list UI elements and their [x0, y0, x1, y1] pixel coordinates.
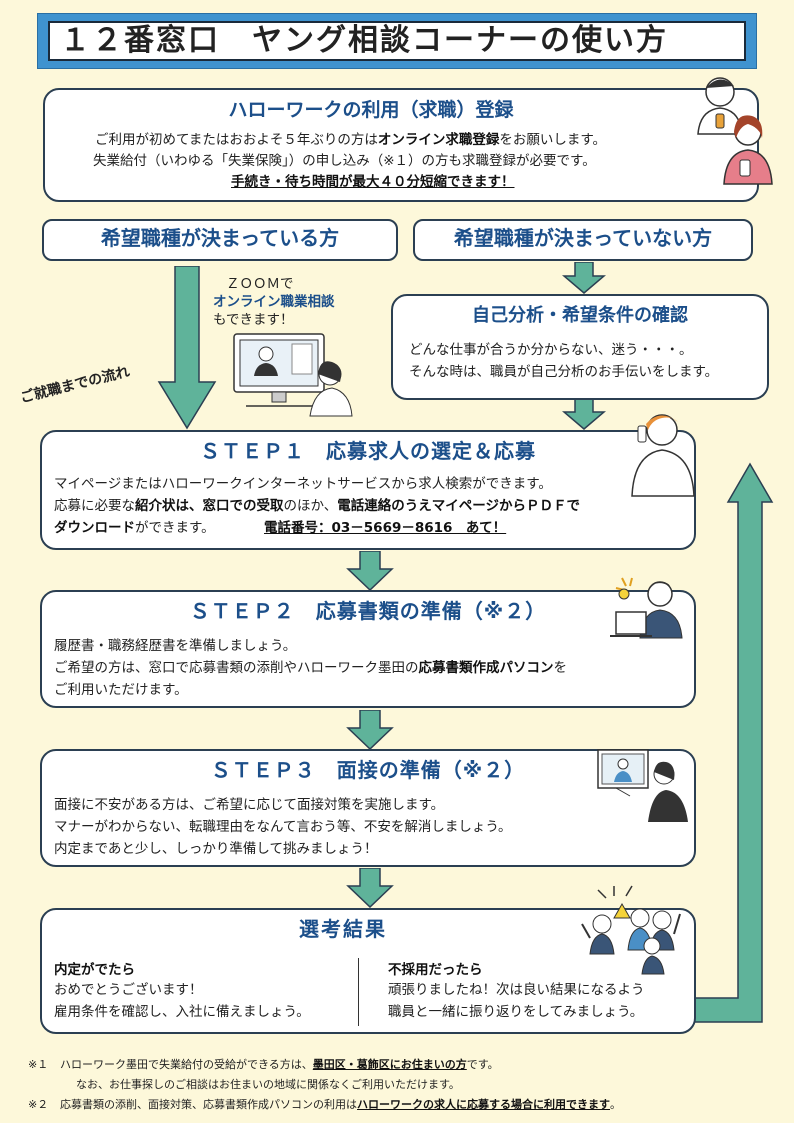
step2-title: ＳＴＥＰ２ 応募書類の準備（※２） — [189, 599, 547, 623]
page-title: １２番窓口 ヤング相談コーナーの使い方 — [48, 21, 746, 61]
result-right-line2: 職員と一緒に振り返りをしてみましょう。 — [388, 1004, 644, 1020]
step3-line3: 内定まであと少し、しっかり準備して挑みましょう！ — [54, 841, 378, 857]
result-box: 選考結果 内定がでたら おめでとうございます！ 雇用条件を確認し、入社に備えまし… — [40, 908, 696, 1034]
down-arrow-to-step2 — [346, 551, 394, 591]
online-interview-illustration — [597, 749, 688, 822]
down-arrow-to-step3 — [346, 710, 394, 750]
step1-box: ＳＴＥＰ１ 応募求人の選定＆応募 マイページまたはハローワークインターネットサー… — [40, 430, 696, 550]
note2-mark: ※２ — [28, 1098, 49, 1111]
result-divider — [358, 958, 359, 1026]
down-arrow-to-analysis — [562, 262, 606, 294]
title-banner: １２番窓口 ヤング相談コーナーの使い方 — [37, 13, 757, 69]
zoom-line3: もできます！ — [213, 312, 294, 328]
registration-line2: 失業給付（いわゆる「失業保険」）の申し込み（※１）の方も求職登録が必要です。 — [93, 153, 596, 169]
step3-line2: マナーがわからない、転職理由をなんて言おう等、不安を解消しましょう。 — [54, 819, 512, 835]
self-analysis-line2: そんな時は、職員が自己分析のお手伝いをします。 — [409, 364, 719, 380]
step1-phone: 電話番号：03－5669－8616 あて！ — [264, 520, 507, 536]
decided-occupation-label: 希望職種が決まっている方 — [42, 219, 398, 261]
result-left-line1: おめでとうございます！ — [54, 982, 203, 998]
registration-line1: ご利用が初めてまたはおおよそ５年ぶりの方はオンライン求職登録をお願いします。 — [95, 132, 606, 148]
result-title: 選考結果 — [299, 917, 387, 941]
step1-line1: マイページまたはハローワークインターネットサービスから求人検索ができます。 — [54, 476, 552, 492]
online-consultation-illustration — [233, 333, 353, 417]
person-at-laptop-illustration — [610, 577, 683, 639]
down-arrow-to-step1 — [562, 398, 606, 430]
note2-line1: 応募書類の添削、面接対策、応募書類作成パソコンの利用はハローワークの求人に応募す… — [60, 1098, 621, 1111]
self-analysis-line1: どんな仕事が合うか分からない、迷う・・・。 — [409, 342, 693, 358]
celebrating-group-illustration — [581, 885, 681, 975]
registration-box: ハローワークの利用（求職）登録 ご利用が初めてまたはおおよそ５年ぶりの方はオンラ… — [43, 88, 759, 202]
self-analysis-box: 自己分析・希望条件の確認 どんな仕事が合うか分からない、迷う・・・。 そんな時は… — [391, 294, 769, 400]
long-down-arrow — [157, 266, 217, 430]
step1-line2: 応募に必要な紹介状は、窓口での受取のほか、電話連絡のうえマイページからＰＤＦで — [54, 498, 580, 514]
result-right-head: 不採用だったら — [388, 962, 483, 978]
flow-label: ご就職までの流れ — [18, 363, 132, 407]
zoom-line1: ＺＯＯＭで — [226, 276, 294, 292]
step1-line3: ダウンロードができます。 — [54, 520, 215, 536]
registration-title: ハローワークの利用（求職）登録 — [228, 99, 514, 121]
step3-title: ＳＴＥＰ３ 面接の準備（※２） — [210, 758, 526, 782]
people-with-phones-illustration — [697, 77, 773, 185]
note1-line1: ハローワーク墨田で失業給付の受給ができる方は、墨田区・葛飾区にお住まいの方です。 — [60, 1058, 499, 1071]
down-arrow-to-result — [346, 868, 394, 908]
result-right-line1: 頑張りましたね！次は良い結果になるよう — [388, 982, 645, 998]
note1-mark: ※１ — [28, 1058, 49, 1071]
step2-line3: ご利用いただけます。 — [54, 682, 188, 698]
step2-box: ＳＴＥＰ２ 応募書類の準備（※２） 履歴書・職務経歴書を準備しましょう。 ご希望… — [40, 590, 696, 708]
result-left-line2: 雇用条件を確認し、入社に備えましょう。 — [54, 1004, 310, 1020]
loop-back-arrow — [689, 462, 774, 1023]
result-left-head: 内定がでたら — [54, 962, 135, 978]
step2-line2: ご希望の方は、窓口で応募書類の添削やハローワーク墨田の応募書類作成パソコンを — [54, 660, 567, 676]
zoom-line2: オンライン職業相談 — [213, 294, 335, 310]
person-on-phone-illustration — [631, 414, 695, 497]
undecided-occupation-label: 希望職種が決まっていない方 — [413, 219, 753, 261]
step2-line1: 履歴書・職務経歴書を準備しましょう。 — [54, 638, 297, 654]
step3-box: ＳＴＥＰ３ 面接の準備（※２） 面接に不安がある方は、ご希望に応じて面接対策を実… — [40, 749, 696, 867]
step3-line1: 面接に不安がある方は、ご希望に応じて面接対策を実施します。 — [54, 797, 445, 813]
step1-title: ＳＴＥＰ１ 応募求人の選定＆応募 — [200, 439, 536, 463]
self-analysis-title: 自己分析・希望条件の確認 — [472, 305, 688, 326]
registration-line3: 手続き・待ち時間が最大４０分短縮できます！ — [231, 174, 515, 190]
note1-line2: なお、お仕事探しのご相談はお住まいの地域に関係なくご利用いただけます。 — [76, 1078, 460, 1091]
